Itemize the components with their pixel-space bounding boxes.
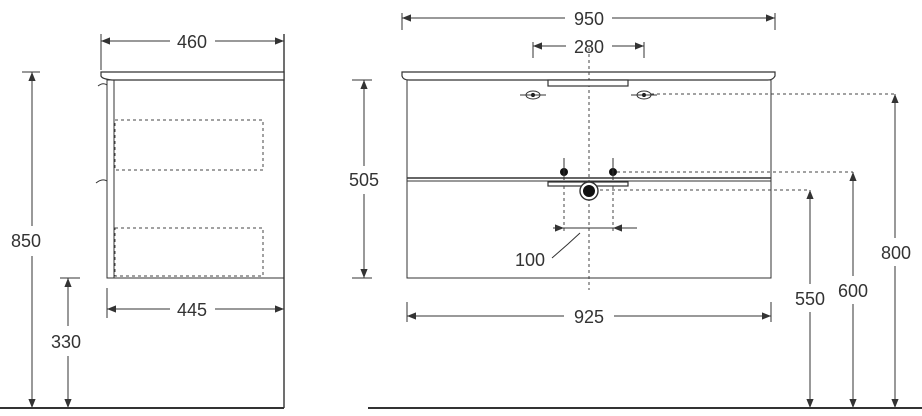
dim-supply-height-label: 600 <box>838 281 868 301</box>
dim-floor-clearance-label: 330 <box>51 332 81 352</box>
side-drawer-upper <box>114 119 264 171</box>
side-countertop <box>100 71 285 81</box>
dim-body-width-label: 925 <box>574 307 604 327</box>
side-handle-bottom <box>95 179 108 184</box>
dim-drain-height-label: 550 <box>795 289 825 309</box>
dim-body-height-label: 505 <box>349 170 379 190</box>
dim-top-width-label: 950 <box>574 9 604 29</box>
dim-drain-spacing-label: 100 <box>515 250 545 270</box>
side-handle-top <box>97 83 108 87</box>
dim-tap-height-label: 800 <box>881 243 911 263</box>
basin-slot <box>547 79 629 87</box>
side-view: 460 445 850 330 <box>11 32 285 408</box>
dim-total-height-label: 850 <box>11 231 41 251</box>
dim-base-depth-label: 445 <box>177 300 207 320</box>
side-cabinet-body <box>106 79 285 279</box>
dim-drain-spacing-leader <box>551 232 581 259</box>
dim-top-depth-label: 460 <box>177 32 207 52</box>
side-drawer-lower <box>114 227 264 277</box>
tap-hole-right <box>631 90 657 100</box>
dim-tap-spacing-label: 280 <box>574 37 604 57</box>
tap-hole-left <box>520 90 546 100</box>
front-view: 100 950 280 925 505 550 600 <box>349 9 911 408</box>
drain-outlet-center <box>583 185 595 197</box>
